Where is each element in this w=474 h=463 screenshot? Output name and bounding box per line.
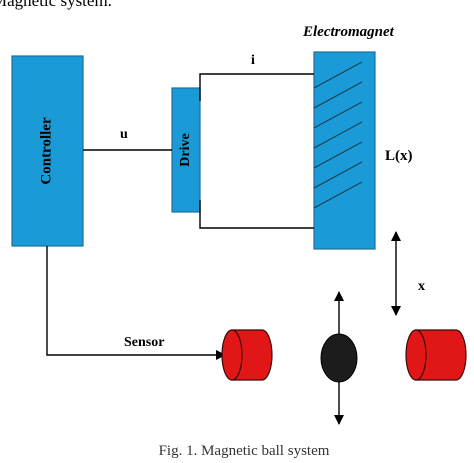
controller-block [11, 55, 84, 247]
signal-x-label: x [418, 279, 425, 294]
right-sensor-magnet [405, 329, 467, 381]
drive-label: Drive [178, 133, 193, 166]
coil-windings [313, 61, 363, 209]
drive-block [171, 87, 201, 213]
figure-caption: Fig. 1. Magnetic ball system [159, 443, 330, 459]
signal-i-label: i [251, 53, 255, 68]
inductance-label: L(x) [385, 148, 413, 164]
wire-drive-to-magnet-bottom [199, 200, 314, 229]
electromagnet-label: Electromagnet [302, 24, 395, 40]
sensor-label: Sensor [124, 335, 164, 350]
signal-u-label: u [120, 127, 128, 142]
electromagnet-block [313, 51, 376, 250]
sensor-feedback-line [46, 246, 226, 360]
header-fragment: Magnetic system. [0, 0, 112, 10]
controller-label: Controller [38, 117, 54, 185]
magnetic-ball [320, 333, 358, 383]
left-sensor-magnet [221, 329, 273, 381]
wire-drive-to-magnet-top [199, 73, 314, 101]
